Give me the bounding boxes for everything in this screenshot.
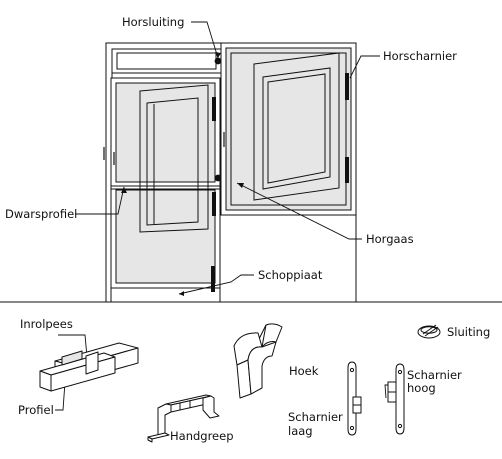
- corner-part: [233, 323, 283, 399]
- hinge-low-part: [347, 361, 362, 436]
- label-inrolpees: Inrolpees: [20, 317, 73, 331]
- inner-window-outline: [253, 52, 340, 201]
- label-scharnier-hoog-line2: hoog: [407, 381, 436, 395]
- closure-dot-middle: [214, 174, 222, 182]
- callout-lines: [55, 21, 392, 411]
- closure-dot-top: [214, 57, 222, 65]
- label-scharnier-laag-line1: Scharnier: [288, 410, 343, 424]
- kick-plate-hinge: [211, 266, 215, 292]
- callout-arrowheads: [121, 52, 244, 296]
- handle-part: [147, 394, 220, 443]
- closure-part: [417, 324, 441, 339]
- label-horgaas: Horgaas: [366, 232, 414, 246]
- door-hinge-bottom: [212, 192, 216, 216]
- label-sluiting: Sluiting: [447, 325, 490, 339]
- label-horsluiting: Horsluiting: [122, 15, 184, 29]
- window-hinge-bottom: [345, 157, 349, 183]
- window-screen-frame: [220, 42, 357, 216]
- profile-extrusion-part: [39, 342, 139, 392]
- label-scharnier-hoog-line1: Scharnier: [407, 368, 462, 382]
- door-screen-frame: [110, 77, 221, 303]
- label-handgreep: Handgreep: [170, 429, 234, 443]
- hinge-high-part: [387, 363, 405, 435]
- label-profiel: Profiel: [18, 403, 54, 417]
- label-hoek: Hoek: [289, 364, 319, 378]
- door-hinge-top: [212, 97, 216, 121]
- transom-panel: [116, 52, 217, 70]
- door-handle-left: [103, 147, 115, 165]
- label-scharnier-laag-line2: laag: [288, 424, 313, 438]
- label-dwarsprofiel: Dwarsprofiel: [5, 207, 77, 221]
- label-schoppiaat: Schoppiaat: [258, 268, 323, 282]
- inner-door-outline: [139, 84, 209, 233]
- label-horscharnier: Horscharnier: [383, 49, 457, 63]
- window-hinge-top: [345, 73, 349, 100]
